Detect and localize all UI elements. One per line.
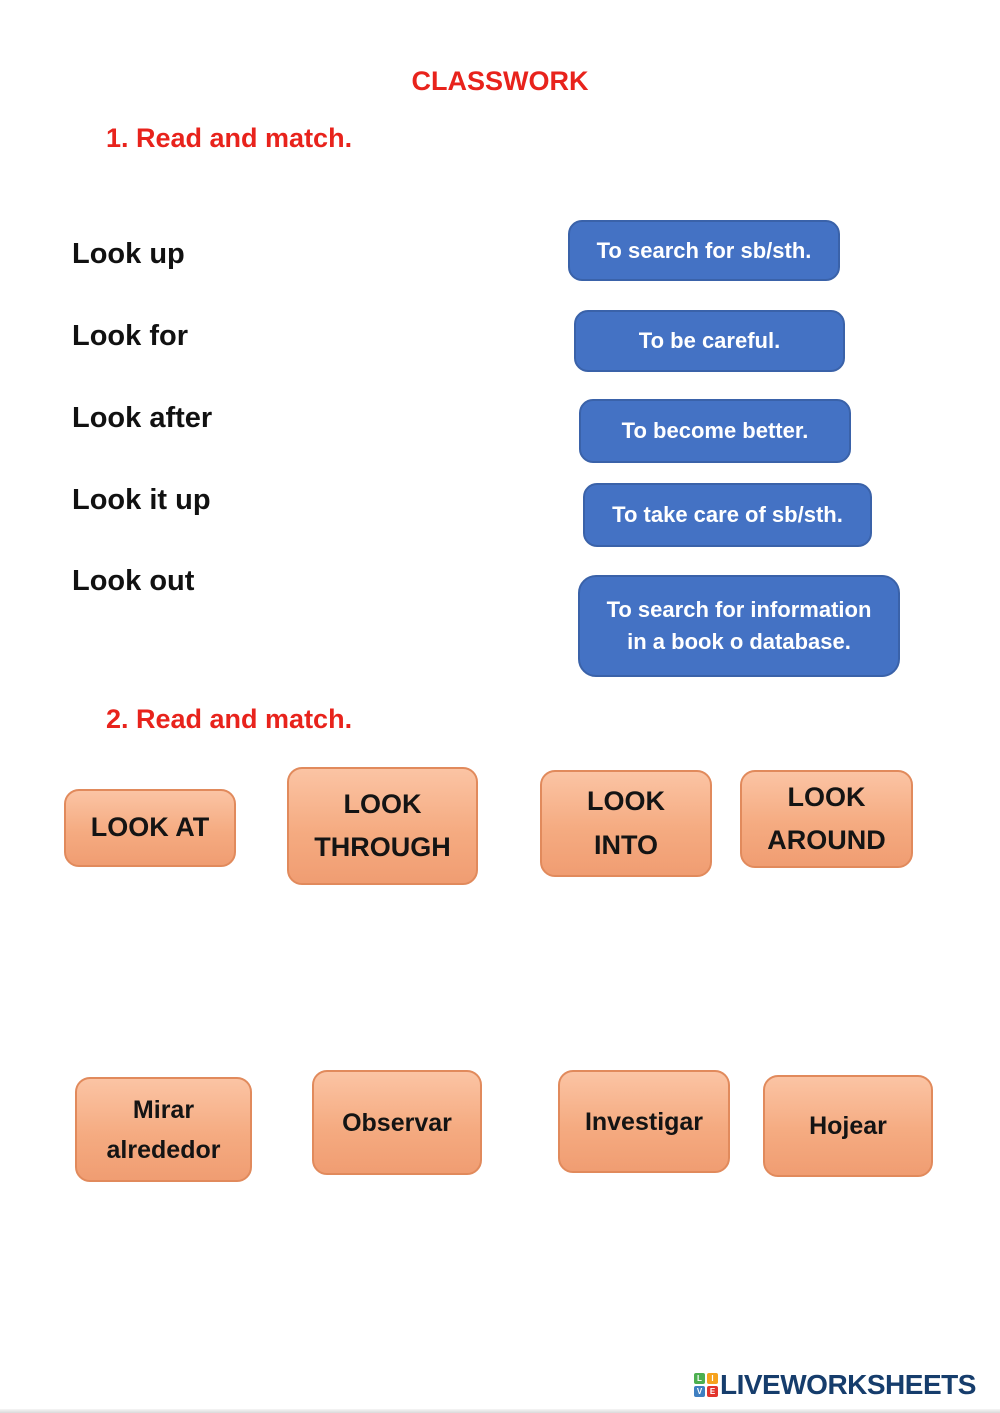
definition-text: To search for sb/sth.	[596, 237, 812, 263]
phrase-box-look-into[interactable]: LOOK INTO	[540, 770, 712, 877]
translation-box-observar[interactable]: Observar	[312, 1070, 482, 1175]
translation-box-mirar-alrededor[interactable]: Mirar alrededor	[75, 1077, 252, 1182]
phrase-text: LOOK AT	[90, 812, 210, 843]
logo-letter-l: L	[694, 1373, 705, 1384]
definition-text: To take care of sb/sth.	[612, 502, 843, 528]
definition-text: To become better.	[621, 418, 809, 444]
section1-heading: 1. Read and match.	[106, 123, 353, 153]
definition-text: To be careful.	[638, 328, 781, 354]
liveworksheets-logo-icon: L I V E	[694, 1373, 718, 1397]
definition-box-become-better[interactable]: To become better.	[579, 399, 851, 463]
phrase-box-look-through[interactable]: LOOK THROUGH	[287, 767, 478, 885]
logo-letter-i: I	[707, 1373, 718, 1384]
term-look-out[interactable]: Look out	[72, 565, 195, 597]
section2-heading: 2. Read and match.	[106, 704, 353, 734]
logo-letter-v: V	[694, 1386, 705, 1397]
term-look-it-up[interactable]: Look it up	[72, 484, 211, 516]
term-look-after[interactable]: Look after	[72, 402, 213, 434]
translation-text: Investigar	[584, 1107, 704, 1136]
translation-box-investigar[interactable]: Investigar	[558, 1070, 730, 1173]
definition-box-be-careful[interactable]: To be careful.	[574, 310, 845, 372]
phrase-text: LOOK THROUGH	[314, 788, 451, 862]
definition-box-search-for[interactable]: To search for sb/sth.	[568, 220, 840, 281]
translation-text: Mirar alrededor	[106, 1095, 221, 1164]
translation-text: Observar	[342, 1108, 452, 1137]
definition-box-search-information[interactable]: To search for information in a book o da…	[578, 575, 900, 677]
definition-box-take-care[interactable]: To take care of sb/sth.	[583, 483, 872, 547]
liveworksheets-logo: L I V E LIVEWORKSHEETS	[694, 1371, 976, 1399]
term-look-for[interactable]: Look for	[72, 320, 188, 352]
term-look-up[interactable]: Look up	[72, 238, 185, 270]
logo-letter-e: E	[707, 1386, 718, 1397]
page-bottom-edge	[0, 1409, 1000, 1413]
phrase-text: LOOK INTO	[587, 786, 665, 860]
translation-text: Hojear	[809, 1112, 887, 1140]
phrase-box-look-around[interactable]: LOOK AROUND	[740, 770, 913, 868]
page-title: CLASSWORK	[411, 66, 589, 96]
translation-box-hojear[interactable]: Hojear	[763, 1075, 933, 1177]
phrase-text: LOOK AROUND	[767, 781, 886, 855]
phrase-box-look-at[interactable]: LOOK AT	[64, 789, 236, 867]
brand-name: LIVEWORKSHEETS	[720, 1369, 976, 1400]
definition-text: To search for information in a book o da…	[606, 597, 872, 654]
